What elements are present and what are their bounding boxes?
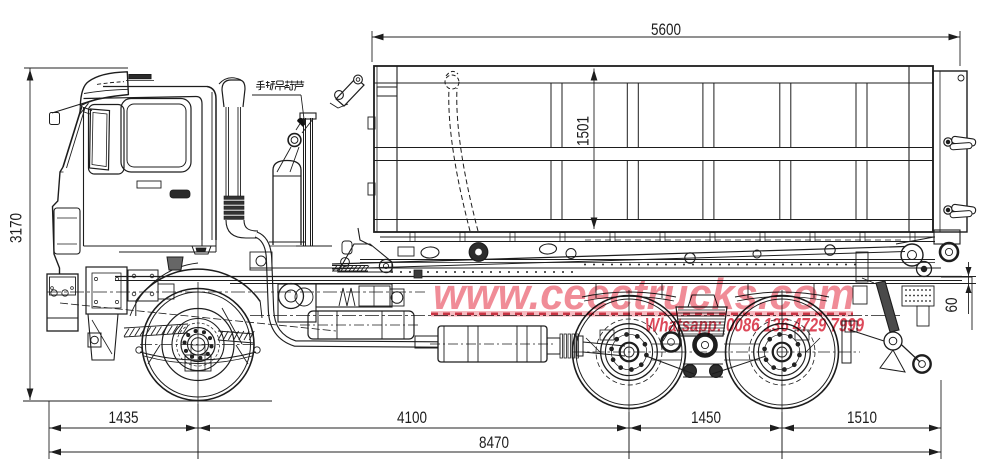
svg-text:8470: 8470 [479, 434, 509, 452]
svg-text:1501: 1501 [575, 116, 593, 146]
svg-text:www.ceectrucks.com: www.ceectrucks.com [433, 270, 855, 319]
svg-text:1450: 1450 [691, 409, 721, 427]
svg-text:4100: 4100 [397, 409, 427, 427]
svg-text:1435: 1435 [109, 409, 139, 427]
svg-text:5600: 5600 [651, 21, 681, 39]
svg-text:3170: 3170 [8, 213, 26, 243]
svg-text:1510: 1510 [847, 409, 877, 427]
svg-text:Whatsapp: 0086 136 4729 7999: Whatsapp: 0086 136 4729 7999 [645, 316, 864, 337]
svg-text:60: 60 [943, 298, 961, 313]
